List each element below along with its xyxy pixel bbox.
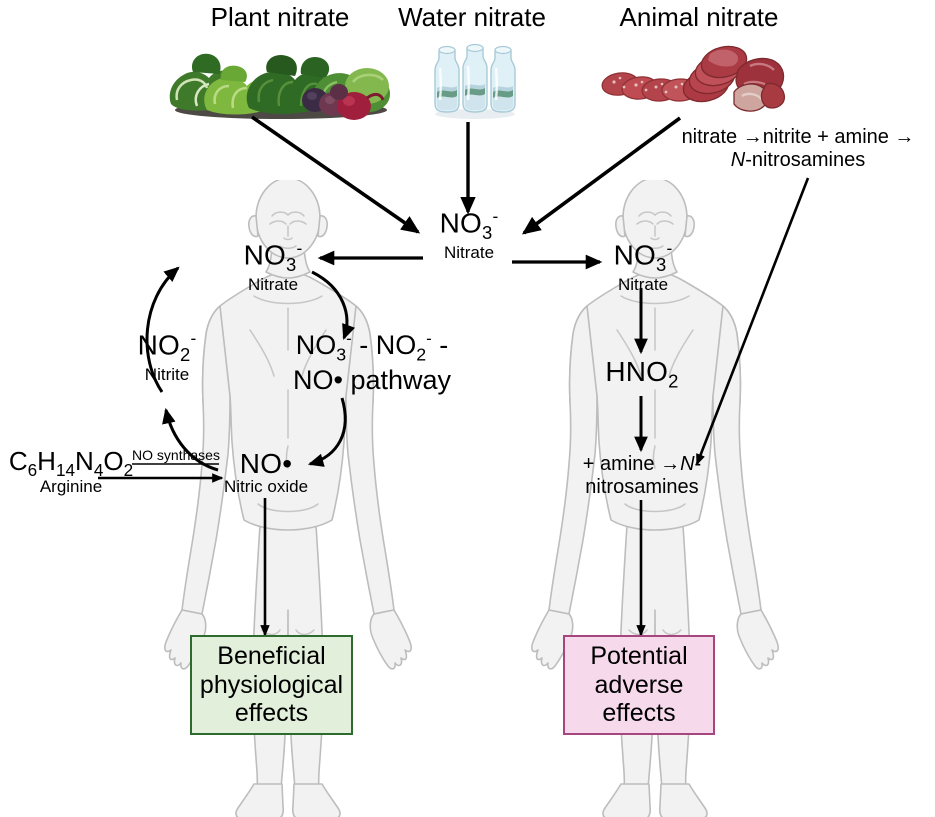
arrow-nitrosamines-to-body bbox=[695, 177, 810, 466]
beneficial-effects-box: Beneficial physiological effects bbox=[190, 635, 353, 735]
pathway-dash-1: - bbox=[351, 330, 376, 360]
right-nitrate-base: NO bbox=[613, 239, 656, 271]
arrow-nitrate-to-pathway bbox=[311, 270, 356, 341]
arrow-animal-to-nitrate bbox=[521, 116, 682, 235]
right-nitrate-caption: Nitrate bbox=[617, 275, 669, 294]
left-nitrite-formula: NO2- bbox=[122, 328, 212, 365]
pathway-a-base: NO bbox=[295, 330, 337, 360]
arginine-h: H bbox=[37, 446, 56, 476]
right-note-pre: + amine → bbox=[582, 453, 681, 475]
arginine-n: N bbox=[75, 446, 94, 476]
central-nitrate-caption: Nitrate bbox=[443, 243, 495, 262]
benefit-line-2: physiological bbox=[199, 670, 344, 699]
arrow-nitric-oxide-to-nitrite bbox=[162, 407, 219, 472]
pathway-a-sub: 3 bbox=[336, 344, 347, 365]
source-title-water: Water nitrate bbox=[398, 2, 546, 32]
pathway-b-base: NO bbox=[375, 330, 417, 360]
source-title-plant: Plant nitrate bbox=[210, 2, 350, 32]
right-note-italic-n: N bbox=[680, 453, 695, 475]
right-nitrate-formula: NO3- bbox=[598, 238, 688, 275]
animal-note-line2: -nitrosamines bbox=[745, 149, 866, 171]
left-nitrate-sup: - bbox=[296, 238, 303, 258]
arginine-o-sub: 2 bbox=[123, 460, 134, 481]
left-nitrate-base: NO bbox=[243, 239, 286, 271]
pathway-dash-2: - bbox=[431, 330, 449, 360]
left-nitrate-formula: NO3- bbox=[228, 238, 318, 275]
right-note-post: - bbox=[694, 453, 702, 475]
animal-nitrate-image bbox=[599, 40, 786, 113]
right-hno2-sub: 2 bbox=[668, 370, 679, 392]
arginine-formula: C6H14N4O2 bbox=[6, 448, 136, 480]
right-hno2-base: HNO bbox=[605, 356, 669, 387]
water-nitrate-image bbox=[433, 43, 517, 120]
central-nitrate-base: NO bbox=[439, 207, 482, 239]
left-nitrite-base: NO bbox=[137, 329, 180, 361]
pathway-b-sub: 2 bbox=[416, 344, 427, 365]
left-nitrate-sub: 3 bbox=[285, 253, 297, 275]
right-note-line2: nitrosamines bbox=[585, 476, 699, 498]
right-nitrosamine-note: + amine →N- nitrosamines bbox=[551, 453, 733, 499]
pathway-b-sup: - bbox=[426, 329, 432, 348]
left-pathway-label: NO3- - NO2- - NO• pathway bbox=[282, 329, 462, 396]
animal-note-line1: nitrate →nitrite + amine → bbox=[681, 126, 915, 148]
left-nitric-oxide-formula: NO• bbox=[239, 448, 293, 479]
pathway-a-sup: - bbox=[346, 329, 352, 348]
left-nitrite-sub: 2 bbox=[179, 343, 191, 365]
source-title-animal: Animal nitrate bbox=[619, 2, 779, 32]
animal-note-italic-n: N bbox=[730, 149, 746, 171]
arginine-c: C bbox=[8, 446, 28, 476]
left-nitrite-caption: Nitrite bbox=[144, 365, 190, 384]
right-hno2-formula: HNO2 bbox=[586, 356, 698, 392]
arginine-c-sub: 6 bbox=[27, 460, 38, 481]
adverse-line-3: effects bbox=[602, 699, 676, 728]
adverse-effects-box: Potential adverse effects bbox=[563, 635, 715, 735]
arrow-nitrite-to-nitrate bbox=[145, 266, 180, 393]
central-nitrate-sup: - bbox=[492, 206, 499, 226]
left-nitrate-caption: Nitrate bbox=[247, 275, 299, 294]
arrow-pathway-to-nitric-oxide bbox=[307, 397, 347, 467]
adverse-line-1: Potential bbox=[590, 642, 688, 671]
benefit-line-1: Beneficial bbox=[217, 642, 326, 671]
left-nitrite-sup: - bbox=[190, 328, 197, 348]
right-nitrate-sup: - bbox=[666, 238, 673, 258]
no-synthases-label: NO synthases bbox=[132, 447, 220, 463]
left-nitric-oxide-caption: Nitric oxide bbox=[223, 477, 309, 496]
arginine-o: O bbox=[103, 446, 124, 476]
central-nitrate-sub: 3 bbox=[481, 221, 493, 243]
arginine-h-sub: 14 bbox=[55, 460, 76, 481]
plant-nitrate-image bbox=[168, 52, 392, 122]
animal-nitrosamine-note: nitrate →nitrite + amine → N-nitrosamine… bbox=[674, 126, 922, 172]
arginine-n-sub: 4 bbox=[93, 460, 104, 481]
central-nitrate-formula: NO3- bbox=[428, 206, 510, 243]
pathway-line2: NO• pathway bbox=[292, 365, 452, 396]
arginine-caption: Arginine bbox=[39, 477, 103, 496]
benefit-line-3: effects bbox=[234, 699, 309, 728]
arrow-plant-to-nitrate bbox=[250, 115, 421, 234]
right-nitrate-sub: 3 bbox=[655, 253, 667, 275]
adverse-line-2: adverse bbox=[594, 670, 684, 699]
